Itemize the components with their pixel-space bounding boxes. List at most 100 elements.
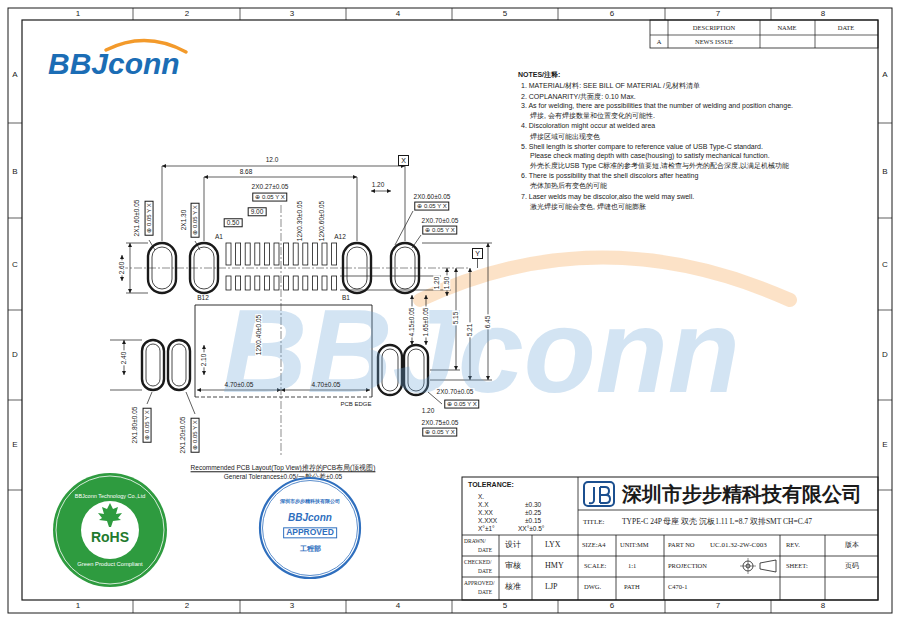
dimension-text: 2X1.60±0.05 — [133, 199, 140, 238]
pin-label: A12 — [334, 233, 346, 240]
drawing-frame — [240, 600, 241, 613]
pcb-footprint — [371, 191, 391, 192]
tolerance-frame: ⊕ 0.05 Y X — [414, 202, 449, 211]
title-cell: 设计 — [505, 540, 521, 549]
dimension-text: 1.50 — [443, 276, 450, 291]
title-cell: APPROVED/ — [464, 580, 495, 586]
badge-text: RoHS — [91, 530, 129, 545]
drawing-frame — [133, 8, 134, 20]
note-text: Please check mating depth with case(hous… — [530, 152, 770, 160]
rohs-badge: BBJconn Technology Co.,LtdRoHSGreen Prod… — [52, 472, 168, 588]
title-cell: PROJECTION — [668, 562, 707, 569]
title-block — [462, 556, 878, 557]
pcb-footprint — [405, 166, 406, 241]
note-text: 4. Discoloration might occur at welded a… — [521, 122, 655, 130]
pin-label: A1 — [215, 233, 223, 240]
company-mark — [584, 482, 614, 506]
drawing-frame — [771, 600, 772, 613]
note-text: 外壳长度比USB Type C标准的参考值要短,请检查与外壳的配合深度,以满足机… — [530, 162, 789, 170]
pcb-footprint — [274, 243, 279, 265]
dimension-text: 2.40 — [120, 351, 127, 366]
tolerance-frame: ⊕ 0.05 Y X — [145, 200, 154, 235]
dimension-text: 12X0.40±0.05 — [255, 314, 262, 356]
title-block — [462, 577, 878, 578]
title-cell: DWG. — [584, 583, 601, 590]
revision-table — [650, 20, 878, 48]
tolerance-frame: ⊕ 0.05 Y X — [191, 417, 200, 452]
drawing-frame — [558, 600, 559, 613]
grid-ref: 3 — [290, 9, 294, 18]
drawing-frame — [346, 600, 347, 613]
pcb-footprint — [303, 243, 308, 265]
drawing-frame — [878, 400, 892, 401]
revision-cell: NAME — [777, 24, 796, 31]
title-cell: TITLE: — [583, 518, 604, 526]
company-mark — [584, 482, 614, 506]
tolerance-cell: XX°±0.5° — [518, 525, 544, 532]
rohs-badge-art — [56, 476, 164, 584]
grid-ref: 6 — [610, 601, 614, 610]
title-block — [578, 477, 579, 600]
grid-ref: 7 — [716, 9, 720, 18]
drawing-frame — [240, 8, 241, 20]
title-block — [664, 535, 665, 600]
grid-ref: E — [882, 440, 887, 449]
dimension-text: 4.70±0.05 — [312, 381, 341, 388]
tolerance-frame: ⊕ 0.05 Y X — [422, 428, 457, 437]
grid-ref: B — [12, 167, 17, 176]
dimension-text: 2.10 — [200, 353, 207, 368]
drawing-frame — [665, 600, 666, 613]
drawing-frame — [346, 8, 347, 20]
title-cell: C470-1 — [668, 583, 688, 590]
drawing-frame — [8, 8, 892, 613]
pin-label: B12 — [197, 294, 209, 301]
grid-ref: 1 — [76, 601, 80, 610]
title-block — [616, 535, 617, 600]
title-cell: DATE — [478, 547, 492, 553]
pcb-footprint — [146, 344, 160, 386]
rohs-badge-art — [81, 501, 139, 559]
drawing-frame — [8, 490, 22, 491]
tolerance-frame: ⊕ 0.05 Y X — [252, 193, 287, 202]
pcb-footprint — [149, 240, 155, 250]
grid-ref: 2 — [185, 601, 189, 610]
title-block — [532, 535, 533, 600]
datum-box: Y — [472, 248, 483, 259]
dimension-text: 2X0.75±0.05 — [421, 419, 460, 426]
grid-ref: 2 — [185, 9, 189, 18]
title-cell: SCALE: — [584, 562, 606, 569]
tolerance-frame: ⊕ 0.05 Y X — [143, 407, 152, 442]
pcb-footprint — [255, 243, 260, 265]
pcb-footprint — [142, 340, 164, 390]
pin-label: B1 — [342, 294, 350, 301]
title-cell: SHEET: — [786, 562, 808, 569]
note-text: 焊接, 会有焊接数量和位置变化的可能性. — [530, 112, 655, 120]
drawing-frame — [878, 123, 892, 124]
pcb-footprint — [284, 243, 289, 265]
drawing-frame — [558, 8, 559, 20]
dimension-text: 4.15±0.05 — [408, 307, 415, 338]
pcb-footprint — [340, 276, 441, 277]
title-cell: 审核 — [505, 561, 521, 570]
dimension-text: 2X1.30 — [180, 209, 187, 232]
dimension-text: 12.0 — [265, 156, 280, 163]
dimension-text: 2X0.27±0.05 — [251, 183, 290, 190]
tolerance-frame: ⊕ 0.05 Y X — [422, 226, 457, 235]
title-cell: TYPE-C 24P 母座 双壳 沉板1.11 L=8.7 双排SMT CH=C… — [622, 518, 812, 527]
drawing-frame — [452, 600, 453, 613]
drawing-frame — [878, 218, 892, 219]
title-block — [578, 510, 878, 511]
revision-table — [760, 20, 761, 48]
title-cell: 版本 — [845, 541, 859, 549]
tolerance-cell: X°±1° — [478, 525, 495, 532]
grid-ref: A — [882, 70, 887, 79]
projection-symbol — [740, 558, 776, 574]
title-cell: UNIT:MM — [620, 541, 649, 548]
stamp-art — [263, 481, 358, 576]
rohs-badge-art — [98, 503, 122, 527]
dimension-text: 2X1.20±0.05 — [179, 416, 186, 455]
drawing-frame — [878, 310, 892, 311]
badge-text: BBJconn Technology Co.,Ltd — [75, 493, 146, 499]
dimension-text: 1.20 — [371, 181, 386, 188]
